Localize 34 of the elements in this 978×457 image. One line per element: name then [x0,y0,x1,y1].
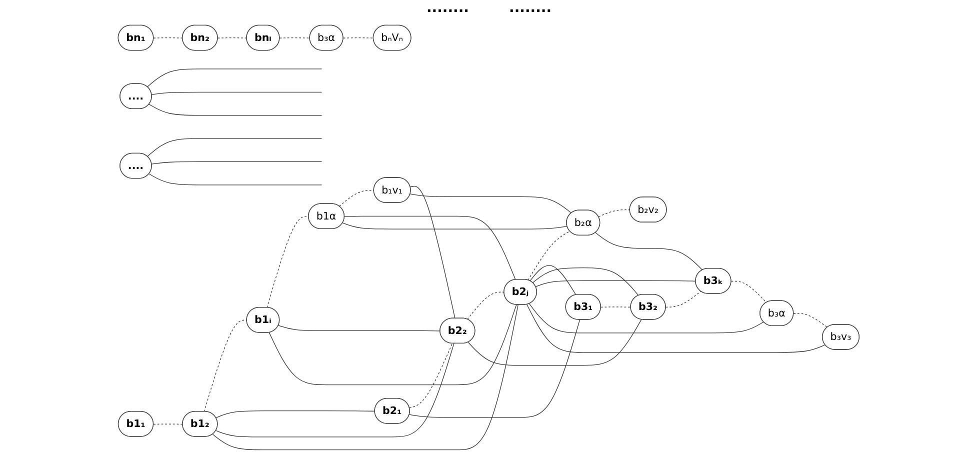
connector [529,303,764,334]
connector [536,280,696,288]
connector [149,104,322,116]
connector [149,174,322,186]
connector [269,304,518,386]
connector [598,209,631,218]
connector [410,186,456,319]
dotted-ellipsis: ........ [426,0,469,18]
connector [147,68,322,88]
connector [152,92,322,95]
dotted-ellipsis: ........ [509,0,552,18]
connector [666,291,702,308]
connector [528,230,570,280]
connector [212,304,519,450]
connector [526,304,826,353]
connector [794,313,828,328]
connector [410,194,572,214]
connector [530,265,577,296]
connector [596,232,704,270]
connector [216,410,376,418]
connector [468,319,642,366]
connector [278,325,441,332]
connector [342,222,568,230]
connector [154,424,184,425]
connector [532,268,640,296]
connector [152,161,322,164]
connector [147,138,322,157]
connector [409,319,580,418]
connector [409,343,453,408]
connector [216,343,455,438]
connector [204,320,248,412]
connector [344,216,516,280]
connector [267,216,310,308]
connector [339,190,375,207]
